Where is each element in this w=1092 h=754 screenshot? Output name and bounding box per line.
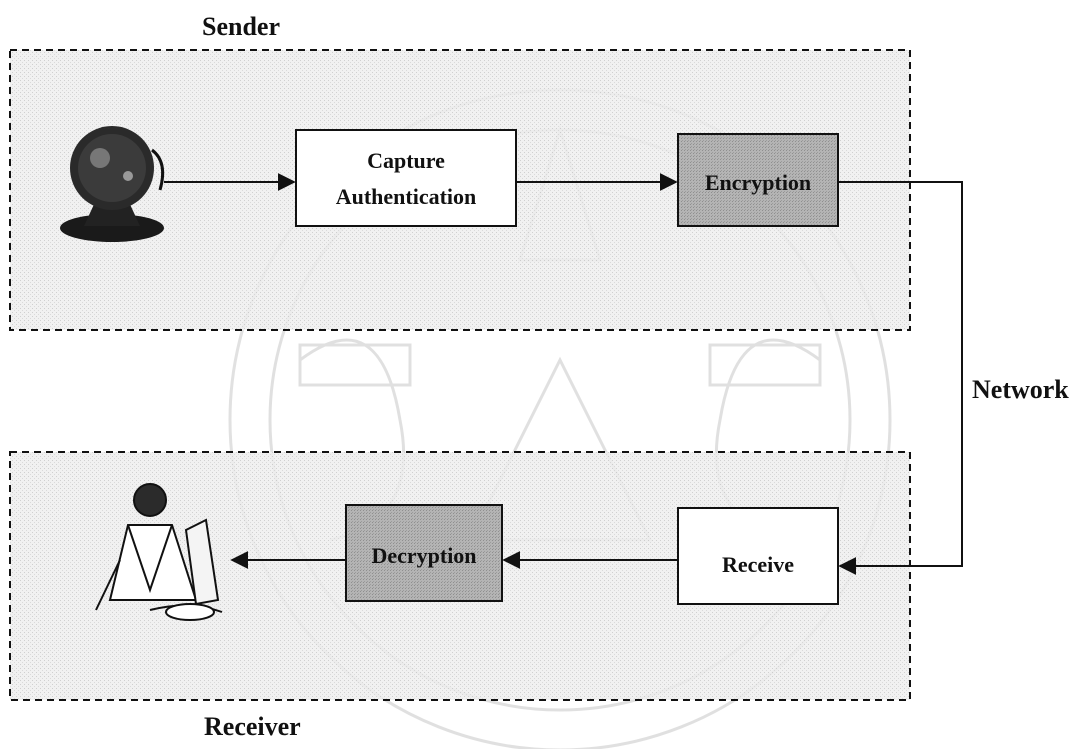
decryption-box: Decryption — [346, 505, 502, 601]
receiver-label: Receiver — [204, 712, 301, 742]
encryption-label: Encryption — [705, 170, 811, 195]
capture-label: Capture — [367, 148, 445, 173]
decryption-label: Decryption — [371, 543, 476, 568]
sender-label: Sender — [202, 12, 280, 42]
capture-authentication-box: Capture Authentication — [296, 130, 516, 226]
receive-box: Receive — [678, 508, 838, 604]
authentication-label: Authentication — [336, 184, 477, 209]
receive-label: Receive — [722, 552, 794, 577]
encryption-box: Encryption — [678, 134, 838, 226]
network-label: Network — [972, 375, 1069, 405]
